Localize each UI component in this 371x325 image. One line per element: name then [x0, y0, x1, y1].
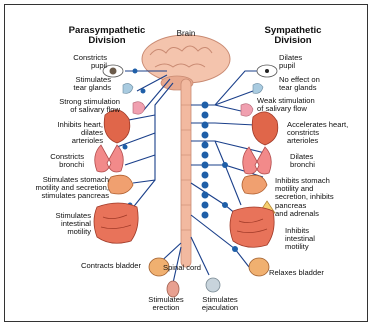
spinal-cord	[181, 79, 191, 267]
spinal-cord-label: Spinal cord	[163, 264, 201, 272]
diagram-frame: Parasympathetic Division Brain Sympathet…	[4, 4, 368, 322]
sympathetic-heading: Sympathetic Division	[253, 26, 333, 46]
left-label-salivary: Strong stimulation of salivary flow	[59, 98, 120, 114]
erection-label: Stimulates erection	[141, 296, 191, 312]
right-label-tear-glands: No effect on tear glands	[279, 76, 320, 92]
parasympathetic-heading: Parasympathetic Division	[63, 26, 151, 46]
left-label-bladder: Contracts bladder	[81, 262, 141, 270]
left-label-heart: Inhibits heart, dilates arterioles	[57, 121, 103, 146]
brain-label: Brain	[171, 30, 201, 38]
left-label-stomach: Stimulates stomach motility and secretio…	[36, 176, 109, 201]
right-label-intestine: Inhibits intestinal motility	[285, 227, 315, 252]
ejaculation-label: Stimulates ejaculation	[195, 296, 245, 312]
right-label-stomach: Inhibits stomach motility and secretion,…	[275, 177, 334, 218]
right-label-pupil: Dilates pupil	[279, 54, 302, 70]
left-label-intestine: Stimulates intestinal motility	[56, 212, 91, 237]
left-label-pupil: Constricts pupil	[73, 54, 107, 70]
right-label-bladder: Relaxes bladder	[269, 269, 324, 277]
right-label-salivary: Weak stimulation of salivary flow	[257, 97, 315, 113]
left-label-tear-glands: Stimulates tear glands	[73, 76, 111, 92]
right-label-heart: Accelerates heart, constricts arterioles	[287, 121, 348, 146]
left-label-bronchi: Constricts bronchi	[50, 153, 84, 169]
right-label-bronchi: Dilates bronchi	[290, 153, 315, 169]
